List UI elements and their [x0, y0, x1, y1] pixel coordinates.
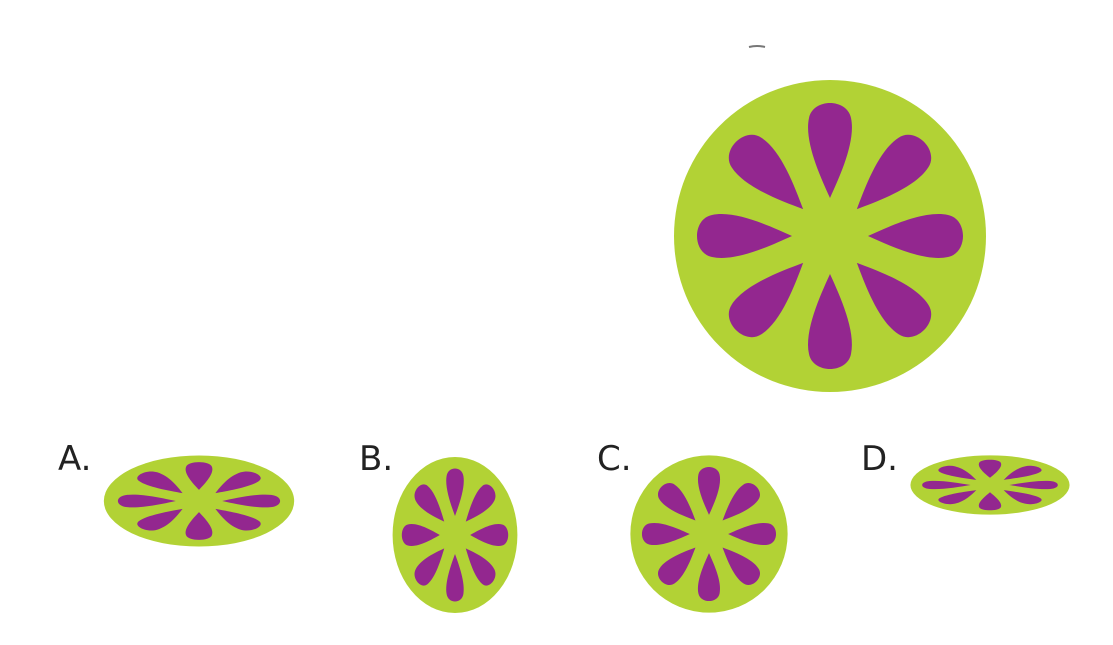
option-d-petal: [938, 490, 977, 505]
option-a-petal: [185, 512, 213, 540]
reference-petal: [697, 214, 792, 258]
option-d-label[interactable]: D.: [861, 439, 898, 479]
reference-petal: [728, 262, 804, 338]
option-d-petal: [1003, 465, 1042, 480]
option-d-petal: [1009, 480, 1058, 490]
option-b-petal: [446, 554, 464, 602]
option-b-label[interactable]: B.: [359, 439, 394, 479]
option-b-petal: [414, 484, 445, 522]
option-c-petal: [722, 547, 760, 585]
option-b-petal: [414, 548, 445, 586]
reference-petal: [856, 134, 932, 210]
reference-petal: [728, 134, 804, 210]
reference-petal: [808, 103, 852, 198]
option-a-petal: [117, 494, 176, 508]
option-c-label[interactable]: C.: [597, 439, 632, 479]
option-d-petal: [938, 465, 977, 480]
option-b-petal: [465, 548, 496, 586]
option-d-flower[interactable]: [910, 455, 1070, 515]
option-b-petal: [446, 468, 464, 516]
option-a-petal: [222, 494, 281, 508]
option-c-petal: [658, 483, 696, 521]
option-c-petal: [722, 483, 760, 521]
option-b-petal: [401, 524, 440, 546]
option-d-petal: [922, 480, 971, 490]
reference-flower-disc: [674, 80, 986, 392]
option-a-petal: [185, 462, 213, 490]
option-d-petal: [978, 492, 1002, 511]
option-d-petal: [978, 459, 1002, 478]
option-c-petal: [641, 522, 690, 546]
option-b-flower[interactable]: [392, 457, 518, 613]
option-b-petal: [465, 484, 496, 522]
reference-petal: [868, 214, 963, 258]
option-c-flower[interactable]: [630, 455, 788, 613]
option-c-petal: [658, 547, 696, 585]
option-c-petal: [697, 553, 721, 602]
reference-petal: [856, 262, 932, 338]
option-a-petal: [215, 471, 261, 494]
option-a-label[interactable]: A.: [58, 439, 92, 479]
option-a-flower[interactable]: [103, 455, 295, 547]
option-c-petal: [697, 466, 721, 515]
option-b-petal: [470, 524, 509, 546]
reference-petal: [808, 274, 852, 369]
option-c-petal: [728, 522, 777, 546]
option-a-petal: [215, 508, 261, 531]
option-d-petal: [1003, 490, 1042, 505]
option-a-petal: [137, 471, 183, 494]
option-a-petal: [137, 508, 183, 531]
top-mark: [748, 45, 766, 48]
